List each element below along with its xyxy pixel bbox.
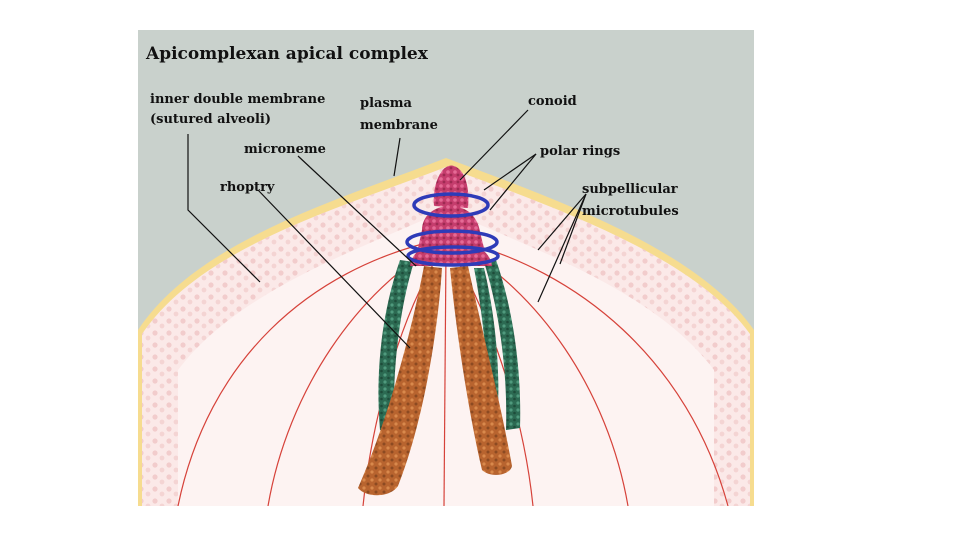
apical-complex-figure: Apicomplexan apical complex inner double… (138, 30, 754, 506)
label-microtubules: microtubules (582, 204, 679, 219)
label-inner-double-membrane: inner double membrane (150, 92, 325, 107)
figure-title: Apicomplexan apical complex (146, 44, 428, 64)
label-plasma: plasma (360, 96, 412, 111)
label-membrane: membrane (360, 118, 438, 133)
label-rhoptry: rhoptry (220, 180, 274, 195)
label-conoid: conoid (528, 94, 577, 109)
label-subpellicular: subpellicular (582, 182, 678, 197)
label-polar-rings: polar rings (540, 144, 620, 159)
label-sutured-alveoli: (sutured alveoli) (150, 112, 271, 127)
label-microneme: microneme (244, 142, 326, 157)
